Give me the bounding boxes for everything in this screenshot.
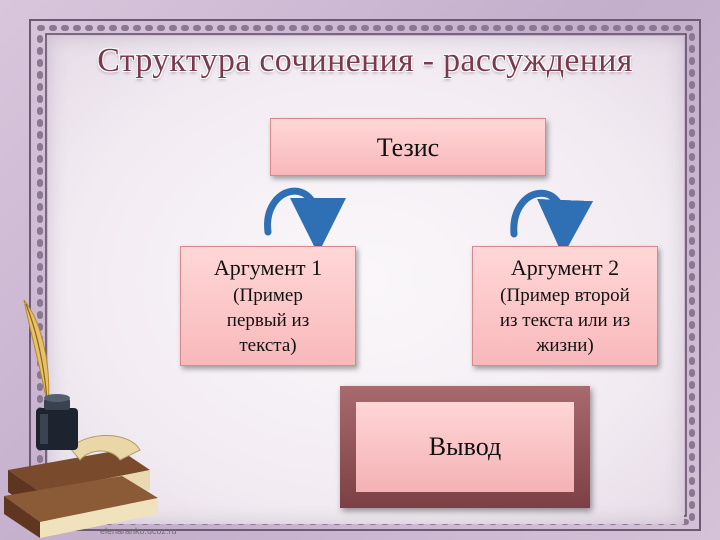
argument-1-line: (Пример: [233, 285, 303, 306]
watermark-text: elenaranko.ucoz.ru: [100, 526, 177, 536]
argument-2-heading: Аргумент 2: [510, 255, 620, 280]
argument-2-line: жизни): [536, 335, 594, 356]
argument-1-line: текста): [239, 335, 297, 356]
argument-1-box: Аргумент 1 (Пример первый из текста): [180, 246, 356, 366]
argument-1-text: (Пример первый из текста): [181, 283, 355, 358]
page-title: Структура сочинения - рассуждения: [97, 42, 633, 79]
conclusion-box: Вывод: [356, 402, 574, 492]
quill-inkwell-books-icon: [4, 300, 158, 538]
argument-2-text: (Пример второй из текста или из жизни): [473, 283, 657, 358]
thesis-box: Тезис: [270, 118, 546, 176]
argument-2-box: Аргумент 2 (Пример второй из текста или …: [472, 246, 658, 366]
argument-1-line: первый из: [226, 310, 310, 331]
argument-2-line: (Пример второй: [500, 285, 630, 306]
curved-arrow-right-icon: [510, 189, 594, 256]
argument-1-heading: Аргумент 1: [213, 255, 323, 280]
argument-2-line: из текста или из: [499, 310, 631, 331]
curved-arrow-left-icon: [264, 187, 346, 254]
conclusion-frame: Вывод: [340, 386, 590, 508]
